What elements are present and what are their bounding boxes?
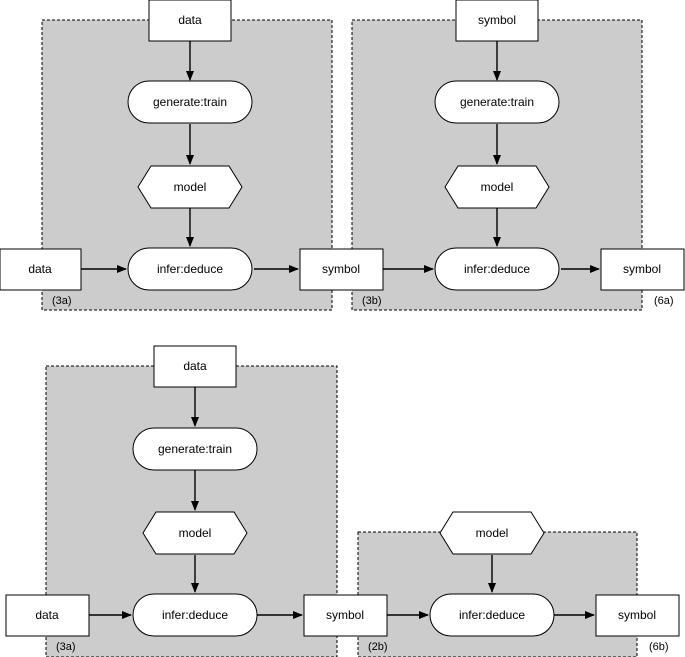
node-b-generate-left: [132, 427, 258, 471]
top-diagram: data generate:train model data infer:ded…: [0, 0, 685, 311]
node-b-model-right: [439, 511, 545, 555]
node-infer-right-label: infer:deduce: [464, 262, 530, 276]
node-b-symbol-out: [595, 594, 680, 637]
tag-3b: (3b): [362, 295, 382, 307]
node-b-model-right-label: model: [476, 526, 509, 540]
node-b-symbol-out-label: symbol: [618, 608, 656, 622]
node-symbol-out-label: symbol: [623, 262, 661, 276]
node-generate-left-label: generate:train: [153, 95, 227, 109]
node-model-right-label: model: [481, 180, 514, 194]
node-generate-left: [127, 80, 253, 124]
node-b-infer-left: [132, 593, 258, 637]
node-b-generate-left-label: generate:train: [158, 442, 232, 456]
node-b-model-left: [142, 511, 248, 555]
node-model-left-label: model: [174, 180, 207, 194]
node-data-left-label: data: [28, 262, 52, 276]
node-symbol-top-label: symbol: [478, 13, 516, 27]
node-data-top-label: data: [178, 13, 202, 27]
node-b-infer-right-label: infer:deduce: [459, 608, 525, 622]
node-b-data-top-label: data: [183, 359, 207, 373]
tag-2b: (2b): [368, 641, 388, 653]
node-b-data-top: [153, 345, 237, 388]
tag-3a-bottom: (3a): [56, 641, 76, 653]
node-b-infer-right: [429, 593, 555, 637]
node-generate-right: [434, 80, 560, 124]
bottom-diagram: data generate:train model data infer:ded…: [5, 345, 680, 657]
node-symbol-mid: [299, 248, 384, 291]
node-infer-right: [434, 247, 560, 291]
node-generate-right-label: generate:train: [460, 95, 534, 109]
node-model-right: [444, 165, 550, 209]
node-b-model-left-label: model: [179, 526, 212, 540]
node-infer-left: [127, 247, 253, 291]
node-data-left: [0, 248, 82, 291]
node-data-top: [148, 0, 232, 42]
tag-3a-top: (3a): [52, 295, 72, 307]
node-symbol-out: [600, 248, 685, 291]
node-symbol-top: [455, 0, 539, 42]
tag-6a: (6a): [654, 295, 674, 307]
node-symbol-mid-label: symbol: [322, 262, 360, 276]
node-b-symbol-mid-label: symbol: [326, 608, 364, 622]
node-infer-left-label: infer:deduce: [157, 262, 223, 276]
node-b-infer-left-label: infer:deduce: [162, 608, 228, 622]
node-b-data-left-label: data: [35, 608, 59, 622]
node-b-symbol-mid: [303, 594, 388, 637]
tag-6b: (6b): [649, 641, 669, 653]
node-model-left: [137, 165, 243, 209]
node-b-data-left: [5, 594, 90, 637]
